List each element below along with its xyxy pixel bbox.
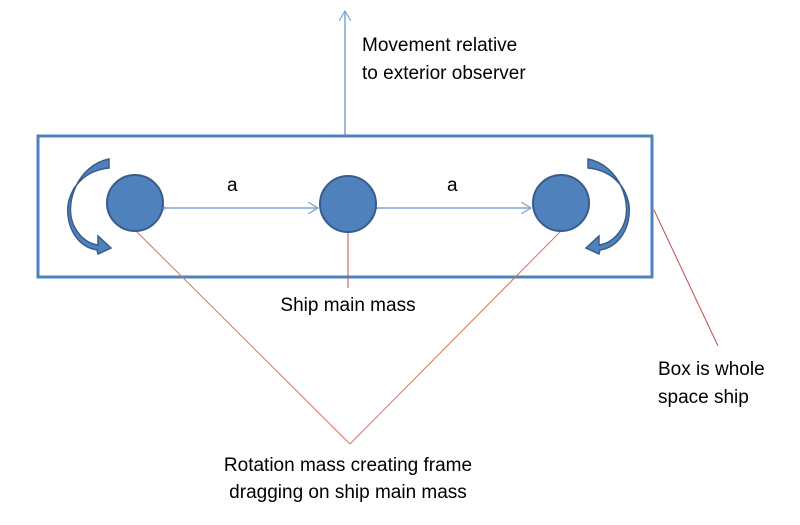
rotation-arrow-left-icon — [67, 158, 113, 256]
rotation-label-line2: dragging on ship main mass — [229, 482, 467, 503]
movement-label-line2: to exterior observer — [362, 63, 526, 84]
rotation-callout-left — [135, 230, 351, 445]
main-mass-label: Ship main mass — [280, 295, 416, 316]
rotation-label-line1: Rotation mass creating frame — [223, 455, 473, 476]
distance-label-left: a — [227, 175, 238, 196]
rotation-arrow-right-icon — [584, 158, 630, 256]
spaceship-box — [36, 134, 654, 279]
movement-label-line1: Movement relative — [362, 35, 518, 56]
rotation-callout-right — [349, 230, 562, 445]
rotation-mass-left — [106, 174, 164, 232]
box-callout — [653, 209, 719, 347]
ship-main-mass — [319, 175, 377, 233]
distance-label-right: a — [447, 175, 458, 196]
rotation-mass-right — [532, 174, 590, 232]
box-label-line1: Box is whole — [658, 359, 765, 380]
box-label-line2: space ship — [658, 387, 749, 408]
